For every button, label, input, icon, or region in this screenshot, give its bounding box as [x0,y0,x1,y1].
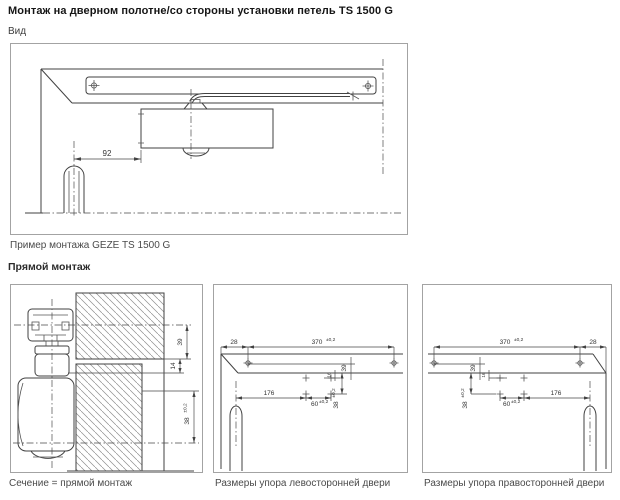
body-spring-arc [17,382,24,447]
section-panel: 39 14 38 ±0,2 [10,284,203,473]
frame-section-hatch [75,292,165,360]
dim-hinge-to-holes: 176 [551,390,562,397]
door-section-hatch [75,363,143,472]
dim-pair-spacing-tol: ±0,2 [511,399,521,405]
rail-screw-mark-left [88,80,100,91]
dim92-arrow-left [74,157,81,161]
right-door-caption: Размеры упора правосторонней двери [424,478,605,489]
main-view-drawing: 92 [25,59,401,216]
rail-hole-left [429,358,439,368]
dim-hole-span-tol: ±0,2 [326,337,336,343]
arm-shoe [182,102,209,110]
section-caption: Сечение = прямой монтаж [9,478,133,489]
view-label: Вид [8,26,27,37]
hinge-sides [583,416,597,471]
rail-screw-mark-right [362,80,374,92]
body-edge-marks [138,113,144,144]
hinge-dome [63,165,85,177]
dim-rail-axis: 39 [470,364,477,372]
hinge-sides [229,416,243,471]
rail-hole-right [389,358,399,368]
dim-top-to-row-tol: ±0,2 [460,388,466,398]
slide-rail [85,76,377,95]
dim92-lines [74,150,142,163]
closer-body [140,108,274,149]
closer-arm-core [190,94,350,103]
dim-rail-axis-lines [248,357,355,380]
right-door-drawing: 370 ±0,2 28 39 16 38 ±0,2 60 ±0,2 176 [428,337,607,471]
dim-top-to-row: 38 [462,401,469,409]
arm-pivot [190,99,201,104]
bottom-dim-lines [236,394,332,401]
dim-hinge-to-holes: 176 [264,390,275,397]
top-dim-lines [220,346,395,359]
rail-notch-right [61,321,70,331]
dim-rail-axis-lines [434,357,485,380]
hinge-knuckles [68,171,80,213]
direct-mount-heading: Прямой монтаж [8,261,91,273]
top-dim-lines [433,346,607,373]
arm-slider-mark [346,91,360,101]
dim-hinge-to-body: 92 [103,149,112,158]
hinge-dome [583,405,597,417]
rail-hole-right [575,358,585,368]
dim-pair-spacing: 60 [311,401,319,408]
dim-rail-axis-to-frame: 39 [177,338,184,346]
page-title: Монтаж на дверном полотне/со стороны уст… [8,5,393,17]
left-door-drawing: 28 370 ±0,2 39 16 38 ±0,2 176 60 ±0,2 [220,337,403,471]
dim-row-gap: 16 [481,372,487,378]
dim-hole-span: 370 [500,339,511,346]
corner-diagonal [40,68,73,104]
rail-notch-left [31,321,40,331]
dim-row-gap: 16 [327,372,333,378]
dim-pair-spacing-tol: ±0,2 [319,399,329,405]
dim-edge-offset: 28 [230,339,238,346]
corner-diagonal [220,353,239,374]
dim-body-axis-tol: ±0,2 [183,403,189,413]
dim-rail-axis: 39 [341,364,348,372]
valve-dome [30,450,66,459]
main-view-caption: Пример монтажа GEZE TS 1500 G [10,240,171,251]
corner-diagonal [592,353,607,374]
dim-edge-offset: 28 [589,339,597,346]
hinge-dome [229,405,243,417]
dim-row-gap-lines [324,370,340,381]
body-section [17,377,75,452]
rail-hole-left [243,358,253,368]
dim-top-to-row-tol: ±0,2 [331,388,337,398]
hinge-sides [63,176,85,213]
dim-row-gap-lines [488,370,507,381]
left-door-caption: Размеры упора левосторонней двери [215,478,391,489]
closer-arm-outline [189,93,350,104]
extension-lines [68,358,199,392]
dim-pair-spacing: 60 [503,401,511,408]
dim-body-axis: 38 [184,417,191,425]
bottom-dim-lines [499,394,590,401]
right-door-panel: 370 ±0,2 28 39 16 38 ±0,2 60 ±0,2 176 [422,284,612,473]
dim-hole-span-tol: ±0,2 [514,337,524,343]
left-door-panel: 28 370 ±0,2 39 16 38 ±0,2 176 60 ±0,2 [213,284,408,473]
valve-knob [182,147,210,157]
main-view-panel: 92 [10,43,408,235]
dim92-arrow-right [134,157,141,161]
dim-frame-to-arm: 14 [170,362,177,370]
dim-top-to-row: 38 [333,401,340,409]
dim-hole-span: 370 [312,339,323,346]
rail-slot [35,334,66,341]
section-drawing: 39 14 38 ±0,2 [13,292,199,472]
